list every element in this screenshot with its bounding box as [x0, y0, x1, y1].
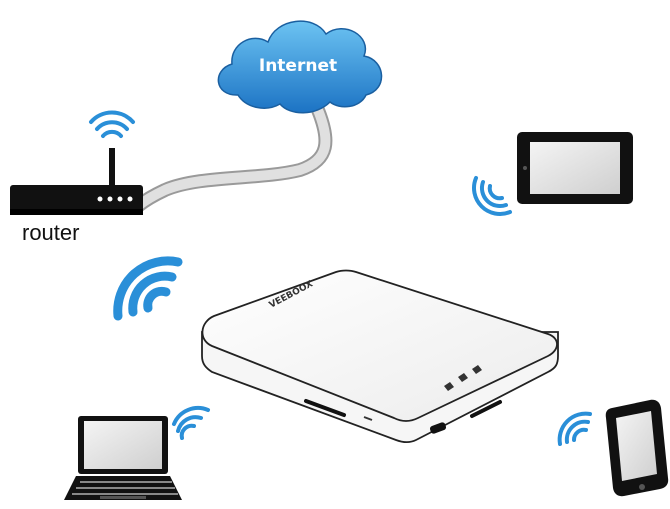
- network-cable: [131, 103, 333, 213]
- router-icon: [10, 148, 143, 215]
- cloud-icon: [217, 20, 383, 114]
- internet-label: Internet: [259, 56, 337, 76]
- laptop-icon: [64, 416, 182, 500]
- smartphone: [557, 399, 669, 497]
- tablet-icon: [517, 132, 633, 204]
- internet-cloud: Internet: [217, 20, 383, 114]
- wireless-storage-hub-icon: VEEBOOX: [201, 269, 559, 444]
- wifi-signal-icon: [557, 411, 592, 446]
- wifi-signal-icon: [89, 110, 135, 138]
- laptop: [64, 406, 210, 500]
- router: router: [10, 110, 143, 245]
- hub-indicator-lights: [444, 365, 482, 391]
- wifi-signal-icon: [113, 256, 183, 321]
- tablet: [472, 132, 633, 216]
- wifi-signal-icon: [472, 176, 512, 216]
- wifi-signal-icon: [172, 406, 210, 440]
- router-label: router: [22, 220, 79, 245]
- smartphone-icon: [605, 399, 669, 497]
- wireless-storage-hub: VEEBOOX: [201, 269, 559, 444]
